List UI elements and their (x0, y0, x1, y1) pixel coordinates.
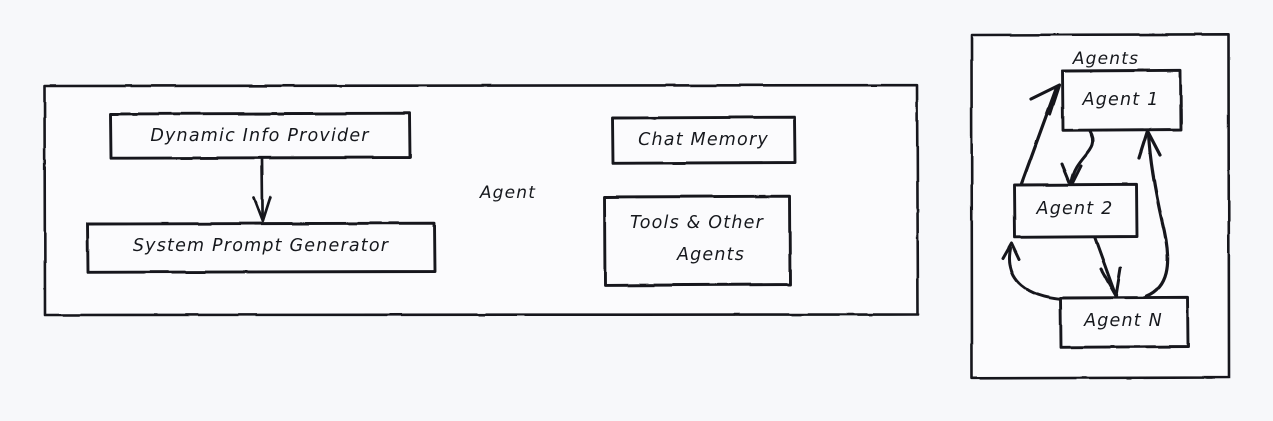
arrow-dynamic-info-to-system-prompt (252, 157, 272, 223)
agent-n-node[interactable] (1060, 297, 1188, 347)
agent-2-node[interactable] (1014, 184, 1137, 237)
arrow-agentn-to-agent2 (1001, 241, 1064, 301)
agent-1-box[interactable] (1061, 68, 1183, 132)
agent-1-node[interactable] (1062, 70, 1181, 130)
system-prompt-generator-node[interactable] (87, 223, 435, 272)
arrow-agent2-to-agentn (1093, 236, 1122, 298)
agent-n-box[interactable] (1059, 295, 1190, 349)
agent-2-box[interactable] (1013, 182, 1139, 239)
dynamic-info-provider-node[interactable] (110, 113, 410, 158)
chat-memory-box[interactable] (611, 115, 797, 165)
system-prompt-generator-box[interactable] (86, 221, 437, 274)
chat-memory-node[interactable] (612, 117, 795, 163)
tools-and-other-agents-box[interactable] (603, 194, 792, 287)
dynamic-info-provider-box[interactable] (109, 111, 412, 160)
tools-and-other-agents-node[interactable] (604, 196, 790, 285)
arrow-agent2-to-agent1 (1015, 83, 1062, 198)
